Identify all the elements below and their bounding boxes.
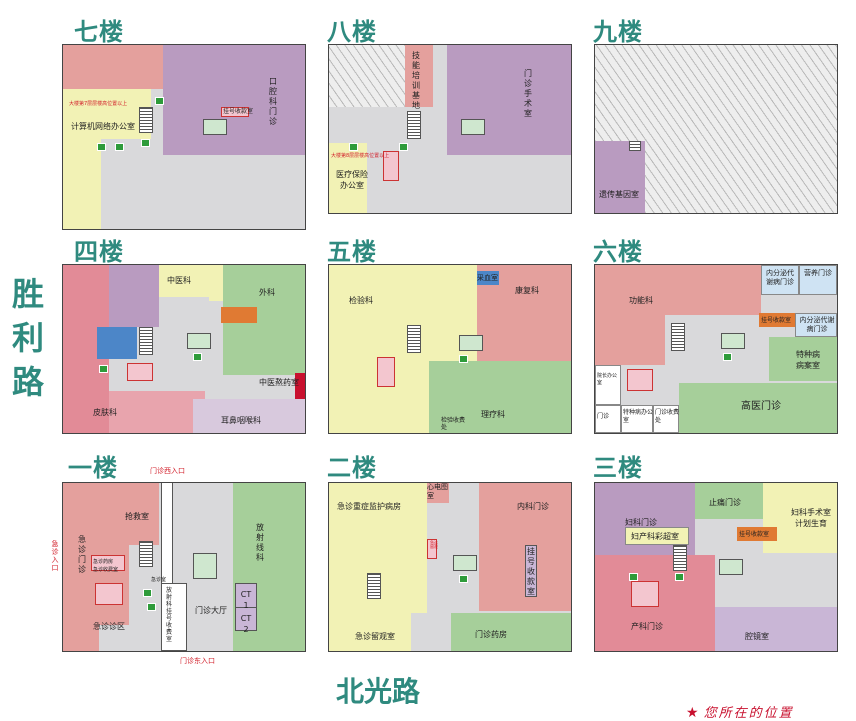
floor-title-5: 五楼 [327,238,377,266]
f1-er-triage: 急诊诊区 [93,622,125,631]
floor-title-7: 七楼 [74,18,124,46]
f2-register-room: 挂号收款室 [527,547,535,596]
floor-title-3: 三楼 [593,454,643,482]
south-road-label: 北光路 [336,675,421,708]
floor-plan-2: 急诊重症监护病房 心电图室 内科门诊 挂号收款室 急诊留观室 门诊药房 急诊留观 [328,482,572,652]
f6-function-dept: 功能科 [629,296,653,305]
star-icon: ★ [686,705,699,721]
f1-ct1: CT 1 [240,590,252,610]
f8-insurance-office: 医疗保险办公室 [336,170,368,190]
floor-plan-9: 遗传基因室 [594,44,838,214]
f7-register-room: 挂号收款室 [223,108,254,115]
f5-rehab-dept: 康复科 [515,286,539,295]
f6-outpatient-charge: 门诊收费处 [655,409,680,424]
f2-internal-clinic: 内科门诊 [517,502,549,511]
floor-title-6: 六楼 [593,238,643,266]
f7-note: 大楼第7层层楼高位置以上 [69,101,128,107]
floor-plan-4: 中医科 外科 耳鼻咽喉科 皮肤科 中医熬药室 [62,264,306,434]
f1-er-room-side: 急诊室 [151,577,167,583]
floor-title-2: 二楼 [327,454,377,482]
f1-er-entrance: 急诊入口 [51,540,59,572]
f1-rescue-room: 抢救室 [125,512,149,521]
f1-er-clinic: 急诊门诊 [78,535,86,574]
f1-er-charge: 急诊收费室 [93,567,119,573]
f7-computer-room: 计算机网络办公室 [71,122,135,131]
f3-register-room: 挂号收款室 [739,531,770,538]
f6-door: 门诊 [597,413,610,420]
floor-plan-6: 功能科 内分泌代谢病门诊 营养门诊 内分泌代谢病门诊 挂号收款室 特种病病案室 … [594,264,838,434]
f5-lab-charge: 检验收费处 [441,417,466,431]
f1-ct2: CT 2 [240,614,252,634]
f1-outpatient-hall: 门诊大厅 [195,606,227,615]
f1-west-entrance: 门诊西入口 [150,467,185,475]
f3-ultrasound-room: 妇产科彩超室 [631,532,679,541]
f2-note: 急诊留观 [430,540,438,549]
f6-special-records: 特种病病案室 [796,350,820,370]
f1-east-entrance: 门诊东入口 [180,657,215,665]
f2-er-icu: 急诊重症监护病房 [337,502,401,511]
f6-nutrition-clinic: 营养门诊 [804,269,832,277]
floor-plan-8: 技能培训基地 门诊手术室 大楼第8层层楼高位置以上 医疗保险办公室 [328,44,572,214]
floor-title-4: 四楼 [74,238,124,266]
f6-dean-office: 院长办公室 [597,373,618,386]
west-road-label: 胜利路 [12,275,45,401]
f2-ecg-room: 心电图室 [427,483,448,500]
f8-note: 大楼第8层层楼高位置以上 [331,153,390,159]
f6-endo-clinic-2: 内分泌代谢病门诊 [799,316,835,333]
f9-gene-lab: 遗传基因室 [599,190,639,199]
f4-derm-dept: 皮肤科 [93,408,117,417]
f3-gyn-clinic: 妇科门诊 [625,518,657,527]
f1-radiology-register: 放射科挂号收费室 [165,587,172,643]
f4-ent-dept: 耳鼻咽喉科 [221,416,261,425]
f2-pharmacy: 门诊药房 [475,630,507,639]
f3-pain-clinic: 止痛门诊 [709,498,741,507]
f3-gyn-surgery: 妇科手术室计划生育 [791,508,831,528]
f4-tcm-dept: 中医科 [167,276,191,285]
f6-register-room: 挂号收款室 [761,317,792,324]
f6-special-office: 特种病办公室 [623,409,654,424]
f5-lab-dept: 检验科 [349,296,373,305]
f8-surgery-room: 门诊手术室 [524,69,532,118]
floor-plan-5: 检验科 采血室 康复科 理疗科 检验收费处 [328,264,572,434]
f3-obstetrics-clinic: 产科门诊 [631,622,663,631]
floor-title-9: 九楼 [593,18,643,46]
f7-oral-clinic: 口腔科门诊 [269,77,277,126]
legend-text: 您所在的位置 [703,706,794,721]
floor-plan-3: 妇科门诊 止痛门诊 妇科手术室计划生育 妇产科彩超室 挂号收款室 产科门诊 腔镜… [594,482,838,652]
floor-plan-1: 抢救室 放射线科 急诊门诊 急诊诊区 门诊大厅 CT 1 CT 2 放射科挂号收… [62,482,306,652]
f1-radiology-dept: 放射线科 [256,523,264,562]
f4-surgery-dept: 外科 [259,288,275,297]
floor-plan-7: 大楼第7层层楼高位置以上 计算机网络办公室 口腔科门诊 挂号收款室 [62,44,306,230]
f4-tcm-pharmacy: 中医熬药室 [259,378,299,387]
floor-title-1: 一楼 [68,454,118,482]
f6-vip-clinic: 高医门诊 [741,401,781,412]
f5-physio-dept: 理疗科 [481,410,505,419]
f2-er-observation: 急诊留观室 [355,632,395,641]
you-are-here-legend: ★ 您所在的位置 [686,702,794,721]
f8-training-base: 技能培训基地 [412,51,420,110]
f5-blood-room: 采血室 [477,274,498,282]
f6-endo-clinic-1: 内分泌代谢病门诊 [766,269,794,286]
floor-title-8: 八楼 [327,18,377,46]
f3-endoscopy-room: 腔镜室 [745,632,769,641]
f1-er-pharmacy: 急诊药房 [93,559,114,565]
